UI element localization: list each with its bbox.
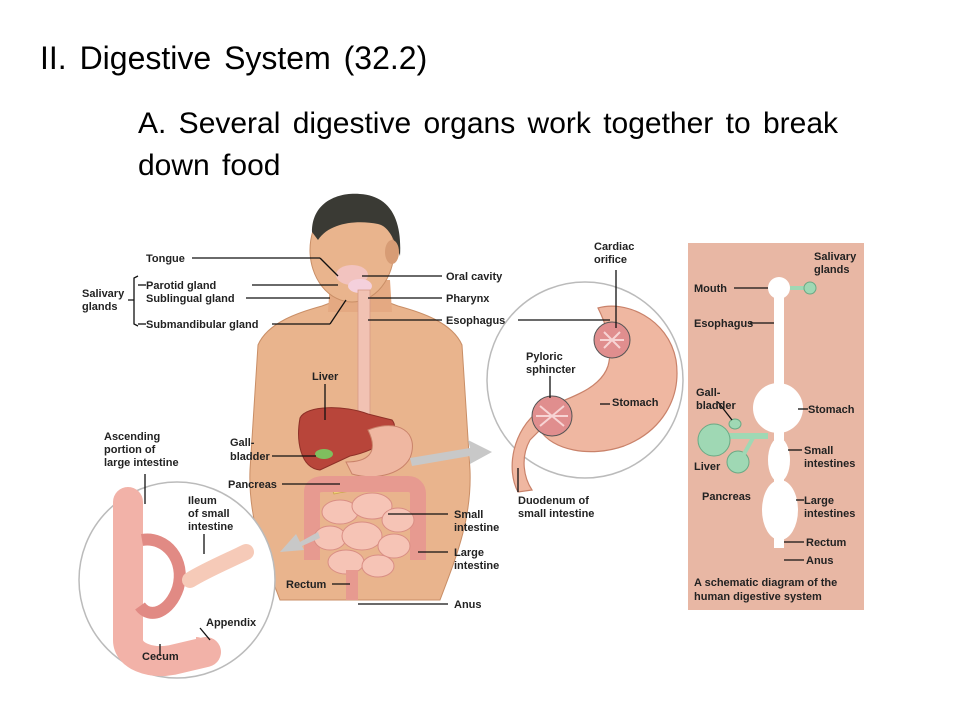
label-rectum: Rectum xyxy=(286,579,327,591)
schematic-label-pancreas: Pancreas xyxy=(702,491,751,503)
label-anus: Anus xyxy=(454,599,482,611)
label-gallbladder-1: Gall- xyxy=(230,437,255,449)
schematic-label-esophagus: Esophagus xyxy=(694,318,753,330)
label-salivary-glands-2: glands xyxy=(82,301,117,313)
label-appendix: Appendix xyxy=(206,617,257,629)
schematic-label-gallbladder-2: bladder xyxy=(696,400,736,412)
schematic-caption-2: human digestive system xyxy=(694,591,822,603)
stomach-detail-circle xyxy=(486,281,684,493)
slide-subtitle: A. Several digestive organs work togethe… xyxy=(138,107,839,182)
label-ileum-3: intestine xyxy=(188,521,233,533)
label-oral-cavity: Oral cavity xyxy=(446,271,503,283)
schematic-label-rectum: Rectum xyxy=(806,537,847,549)
label-sublingual-gland: Sublingual gland xyxy=(146,293,235,305)
schematic-label-mouth: Mouth xyxy=(694,283,727,295)
label-pyloric-sphincter-1: Pyloric xyxy=(526,351,563,363)
label-pyloric-sphincter-2: sphincter xyxy=(526,364,576,376)
label-duodenum-1: Duodenum of xyxy=(518,495,589,507)
slide-title: II. Digestive System (32.2) xyxy=(40,40,428,76)
label-duodenum-2: small intestine xyxy=(518,508,594,520)
schematic-label-salivary-2: glands xyxy=(814,264,849,276)
label-ascending-1: Ascending xyxy=(104,431,160,443)
schematic-label-salivary-1: Salivary xyxy=(814,251,857,263)
label-ascending-3: large intestine xyxy=(104,457,179,469)
schematic-label-small-1: Small xyxy=(804,445,833,457)
label-large-intestine-2: intestine xyxy=(454,560,499,572)
label-tongue: Tongue xyxy=(146,253,185,265)
label-pancreas: Pancreas xyxy=(228,479,277,491)
label-ileum-1: Ileum xyxy=(188,495,217,507)
anatomy-labels: Tongue Salivary glands Parotid gland Sub… xyxy=(82,241,659,663)
label-stomach: Stomach xyxy=(612,397,659,409)
label-pharynx: Pharynx xyxy=(446,293,490,305)
label-small-intestine-1: Small xyxy=(454,509,483,521)
intestine-detail-circle xyxy=(78,481,276,679)
schematic-label-large-1: Large xyxy=(804,495,834,507)
schematic-label-gallbladder-1: Gall- xyxy=(696,387,721,399)
label-cardiac-orifice-2: orifice xyxy=(594,254,627,266)
schematic-label-large-2: intestines xyxy=(804,508,855,520)
label-large-intestine-1: Large xyxy=(454,547,484,559)
schematic-label-stomach: Stomach xyxy=(808,404,855,416)
label-liver: Liver xyxy=(312,371,339,383)
leader-lines xyxy=(128,257,617,656)
label-gallbladder-2: bladder xyxy=(230,451,270,463)
label-cardiac-orifice-1: Cardiac xyxy=(594,241,634,253)
schematic-panel: Salivary glands Mouth Esophagus Gall- bl… xyxy=(688,243,864,610)
schematic-label-liver: Liver xyxy=(694,461,721,473)
label-ileum-2: of small xyxy=(188,508,230,520)
label-submandibular-gland: Submandibular gland xyxy=(146,319,258,331)
label-ascending-2: portion of xyxy=(104,444,156,456)
label-parotid-gland: Parotid gland xyxy=(146,280,216,292)
label-esophagus: Esophagus xyxy=(446,315,505,327)
schematic-label-anus: Anus xyxy=(806,555,834,567)
schematic-caption-1: A schematic diagram of the xyxy=(694,577,837,589)
schematic-label-small-2: intestines xyxy=(804,458,855,470)
human-torso-illustration xyxy=(249,193,492,601)
label-salivary-glands-1: Salivary xyxy=(82,288,125,300)
label-small-intestine-2: intestine xyxy=(454,522,499,534)
label-cecum: Cecum xyxy=(142,651,179,663)
